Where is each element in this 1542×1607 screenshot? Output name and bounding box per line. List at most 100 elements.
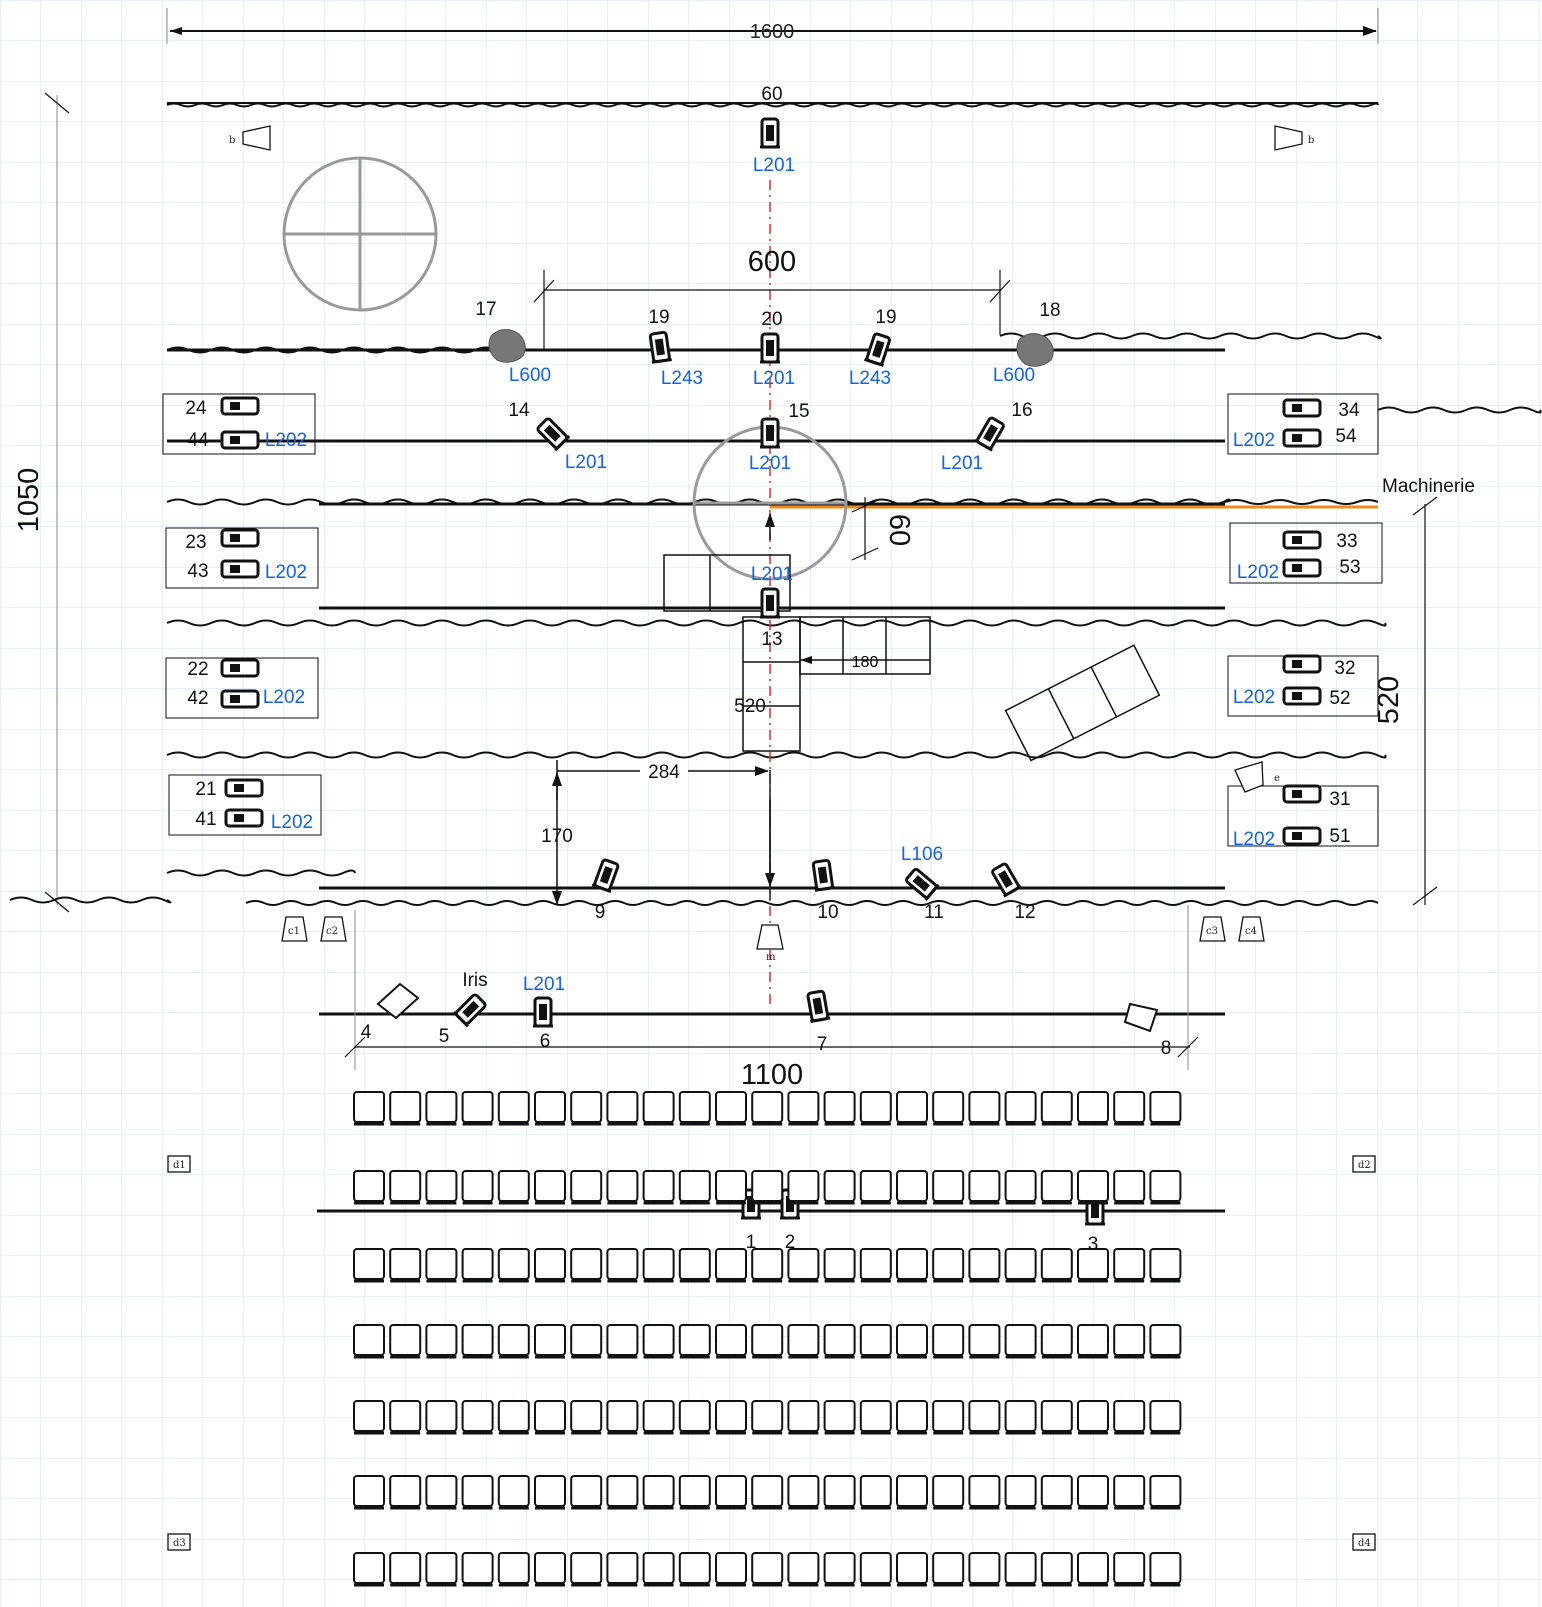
seat xyxy=(823,1170,856,1202)
seat xyxy=(425,1324,458,1356)
fixture-number: 54 xyxy=(1335,426,1357,447)
fixture-number: 10 xyxy=(817,902,838,923)
seat xyxy=(715,1400,747,1432)
seat xyxy=(787,1170,820,1202)
seat xyxy=(823,1091,856,1123)
fixture-number: 44 xyxy=(187,430,209,451)
side-boxes xyxy=(162,393,1383,847)
seat xyxy=(425,1091,458,1123)
seat xyxy=(353,1475,385,1507)
fixture-number: 23 xyxy=(185,532,206,553)
seat xyxy=(534,1324,566,1356)
seat xyxy=(389,1400,422,1432)
offset-60-dimension xyxy=(851,497,879,561)
seat xyxy=(823,1552,856,1584)
seat xyxy=(425,1552,458,1584)
seat xyxy=(461,1248,494,1280)
seat xyxy=(570,1091,603,1123)
audience-seating xyxy=(353,1091,1182,1587)
seat xyxy=(497,1324,530,1356)
seat xyxy=(787,1091,820,1123)
fixture-number: 17 xyxy=(475,299,496,320)
speaker-b-left-label: b xyxy=(229,135,235,146)
fixture-number: 7 xyxy=(817,1034,828,1055)
seat xyxy=(968,1552,1001,1584)
seat xyxy=(787,1248,820,1280)
seat xyxy=(896,1091,928,1123)
seat xyxy=(1004,1552,1037,1584)
seat xyxy=(1077,1552,1109,1584)
seat xyxy=(389,1324,422,1356)
spotlight-icon xyxy=(806,989,831,1024)
seat xyxy=(751,1400,784,1432)
seat xyxy=(461,1091,494,1123)
seat xyxy=(570,1552,603,1584)
spotlight-icon xyxy=(760,117,780,149)
seat xyxy=(425,1475,458,1507)
seat xyxy=(570,1400,603,1432)
seat xyxy=(1040,1091,1073,1123)
seat xyxy=(932,1552,965,1584)
spotlight-icon xyxy=(974,416,1005,452)
iris-label: Iris xyxy=(462,970,487,991)
seat xyxy=(1149,1475,1182,1507)
spotlight-icon xyxy=(591,858,620,894)
seat xyxy=(353,1248,385,1280)
fixture-number: 21 xyxy=(195,779,216,800)
seat xyxy=(715,1475,747,1507)
seat xyxy=(787,1400,820,1432)
fixture-type-label: L202 xyxy=(271,812,313,833)
seat xyxy=(353,1324,385,1356)
seat xyxy=(751,1091,784,1123)
seat xyxy=(932,1400,965,1432)
marker-c2-label: c2 xyxy=(326,926,338,937)
markers xyxy=(167,125,1376,1551)
offset-170-label: 170 xyxy=(541,826,573,847)
spotlight-icon xyxy=(760,332,780,364)
seat xyxy=(968,1248,1001,1280)
fixture-number: 20 xyxy=(761,309,782,330)
fixture-number: 31 xyxy=(1329,789,1350,810)
seat xyxy=(461,1552,494,1584)
fixture-number: 19 xyxy=(875,307,896,328)
spotlight-icon xyxy=(760,417,780,449)
fixture-number: 2 xyxy=(785,1232,796,1253)
speaker-b-left-icon xyxy=(242,125,271,151)
side-spotlight-icon xyxy=(1282,558,1322,578)
spotlight-icon xyxy=(864,332,891,367)
batten-span-label: 600 xyxy=(748,246,796,278)
right-depth-dimension xyxy=(1412,496,1438,906)
seat xyxy=(1113,1248,1146,1280)
fixture-type-label: L202 xyxy=(1233,687,1275,708)
side-spotlight-icon xyxy=(224,808,264,828)
speaker-b-right-icon xyxy=(1274,125,1303,151)
curtain-wave xyxy=(166,619,1387,627)
fixture-number: 43 xyxy=(187,561,208,582)
marker-c4-icon xyxy=(1238,916,1265,942)
fixture-number: 42 xyxy=(187,688,208,709)
seat xyxy=(534,1091,566,1123)
seat xyxy=(642,1248,675,1280)
total-width-label: 1600 xyxy=(750,21,795,43)
side-spotlight-icon xyxy=(220,559,260,579)
seat xyxy=(896,1324,928,1356)
seat xyxy=(932,1475,965,1507)
seat xyxy=(353,1091,385,1123)
seat xyxy=(353,1552,385,1584)
seat xyxy=(1004,1475,1037,1507)
seat xyxy=(606,1552,639,1584)
seat xyxy=(751,1324,784,1356)
seat xyxy=(715,1170,747,1202)
seat xyxy=(497,1170,530,1202)
seat xyxy=(1113,1475,1146,1507)
seat xyxy=(1113,1400,1146,1432)
seat xyxy=(932,1248,965,1280)
side-spotlight-icon xyxy=(220,528,260,548)
curtain-wave xyxy=(999,332,1382,340)
fixture-number: 32 xyxy=(1334,658,1355,679)
seat xyxy=(968,1324,1001,1356)
seat xyxy=(606,1091,639,1123)
seat xyxy=(534,1400,566,1432)
spotlight-icon xyxy=(905,867,940,901)
seat xyxy=(1077,1324,1109,1356)
